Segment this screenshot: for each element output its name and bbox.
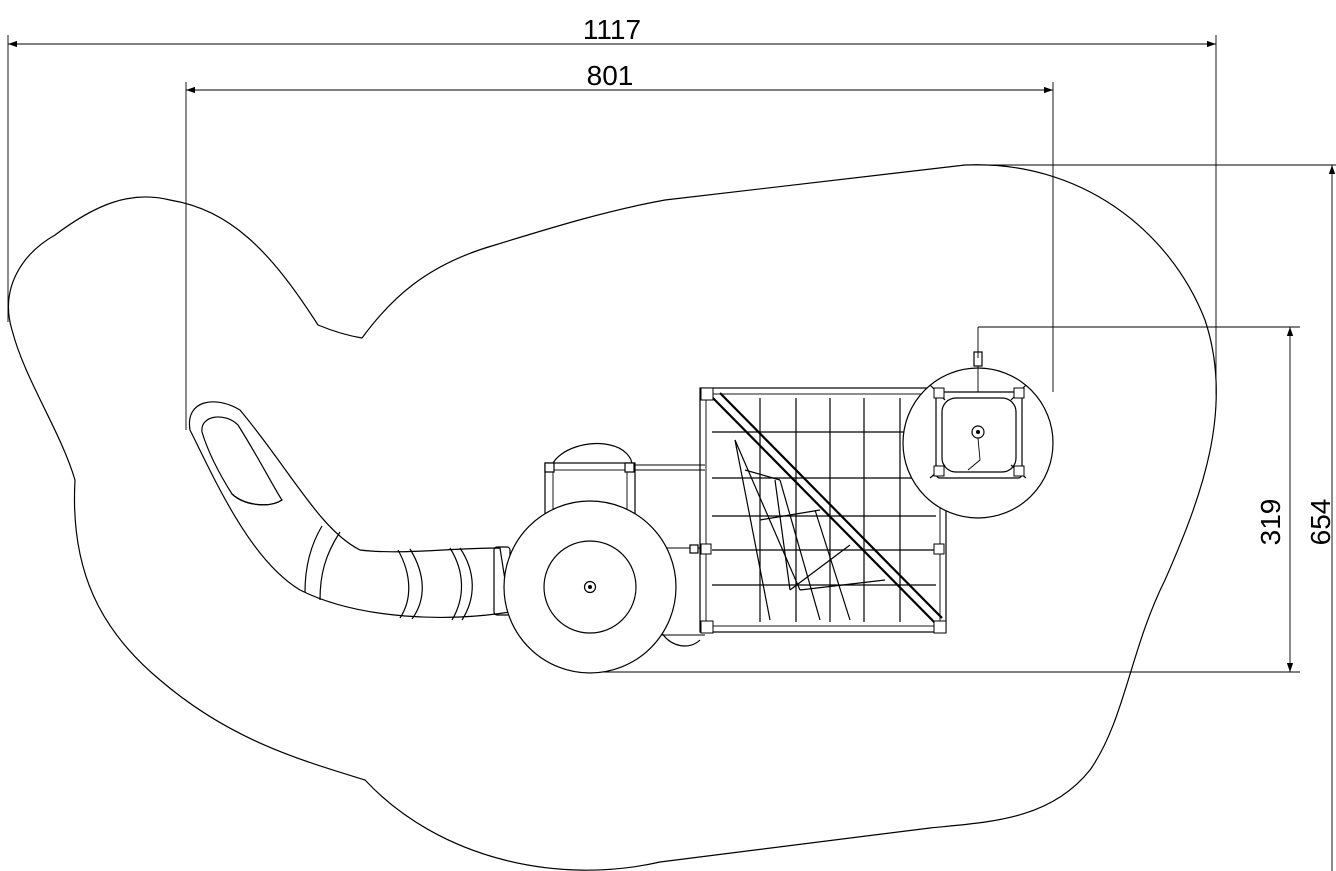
dimension-label-structure-depth: 319: [1255, 499, 1286, 546]
circular-tower: [902, 351, 1054, 519]
dimension-label-structure-width: 801: [587, 60, 634, 91]
dimension-overall-depth: 654: [965, 164, 1336, 871]
dimension-overall-width: 1117: [7, 14, 1217, 395]
round-platform: [503, 500, 677, 674]
climbing-net-frame: [699, 387, 947, 634]
safety-zone-outline: [7, 164, 1217, 871]
dimension-label-overall-width: 1117: [583, 14, 641, 45]
dimension-structure-depth: 319: [590, 326, 1300, 673]
tube-slide: [188, 401, 511, 621]
dimension-structure-width: 801: [185, 60, 1054, 430]
dimension-label-overall-depth: 654: [1305, 499, 1336, 546]
